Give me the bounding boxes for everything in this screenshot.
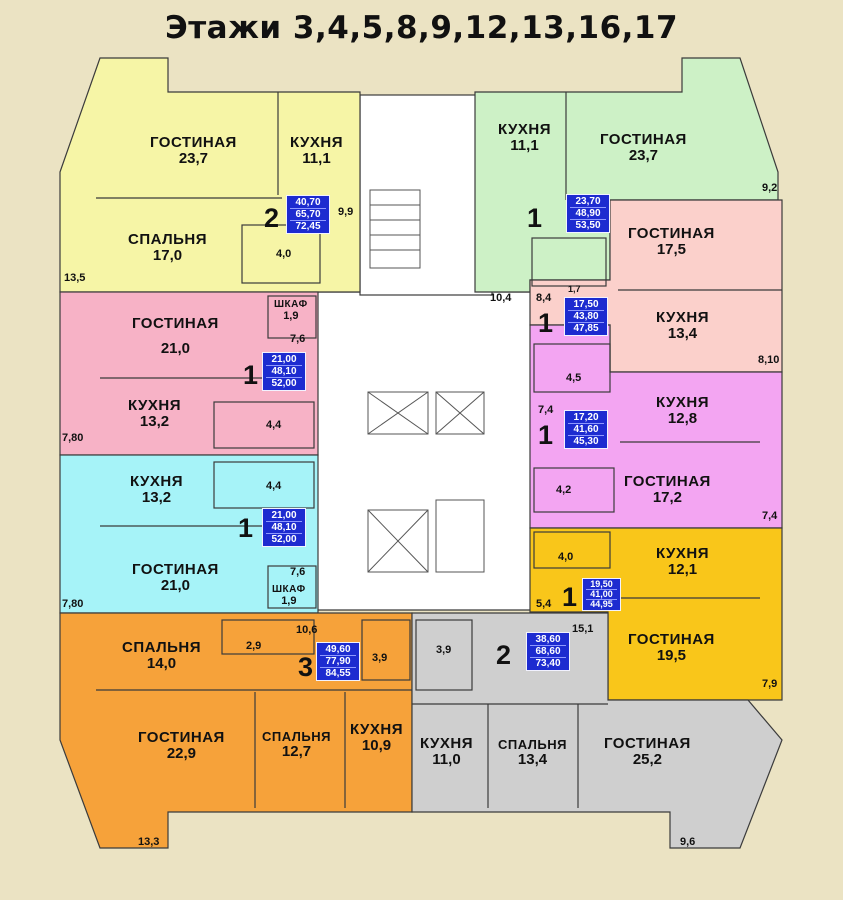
apt-gray — [411, 612, 783, 849]
area-small: 4,0 — [276, 248, 292, 260]
room-count: 1 — [527, 203, 543, 233]
room-count: 2 — [264, 203, 280, 233]
area-small: 7,6 — [290, 566, 306, 578]
apt-yellow — [59, 57, 361, 293]
area-small: 4,5 — [566, 372, 582, 384]
central-core — [295, 291, 539, 611]
area-small: 3,9 — [436, 644, 452, 656]
area-small: 7,4 — [538, 404, 554, 416]
area-small: 7,9 — [762, 678, 778, 690]
area-small: 5,4 — [536, 598, 552, 610]
area-small: 4,4 — [266, 480, 282, 492]
area-small: 1,7 — [568, 284, 581, 294]
area-small: 8,4 — [536, 292, 552, 304]
area-small: 10,6 — [296, 624, 318, 636]
area-small: 2,9 — [246, 640, 262, 652]
area-small: 9,6 — [680, 836, 696, 848]
page-title: Этажи 3,4,5,8,9,12,13,16,17 — [164, 10, 679, 46]
area-small: 13,3 — [138, 836, 160, 848]
area-small: 4,4 — [266, 419, 282, 431]
elevator-a — [367, 391, 429, 435]
area-small: 3,9 — [372, 652, 388, 664]
area-small: 7,80 — [62, 432, 84, 444]
area-small: 9,9 — [338, 206, 354, 218]
room-count: 1 — [538, 308, 554, 338]
room-count: 3 — [298, 652, 314, 682]
room-count: 1 — [562, 582, 578, 612]
area-small: 13,5 — [64, 272, 86, 284]
room-count: 1 — [243, 360, 259, 390]
area-small: 9,2 — [762, 182, 778, 194]
area-small: 4,0 — [558, 551, 574, 563]
elevator-b — [435, 391, 485, 435]
elevator-c — [367, 509, 429, 573]
area-small: 7,80 — [62, 598, 84, 610]
room-count: 1 — [538, 420, 554, 450]
area-small: 7,4 — [762, 510, 778, 522]
room-count: 1 — [238, 513, 254, 543]
area-small: 7,6 — [290, 333, 306, 345]
area-small: 15,1 — [572, 623, 594, 635]
elevator-d — [435, 499, 485, 573]
area-small: 10,4 — [490, 292, 512, 304]
area-small: 8,10 — [758, 354, 780, 366]
area-small: 4,2 — [556, 484, 572, 496]
room-count: 2 — [496, 640, 512, 670]
stairwell — [359, 94, 493, 296]
